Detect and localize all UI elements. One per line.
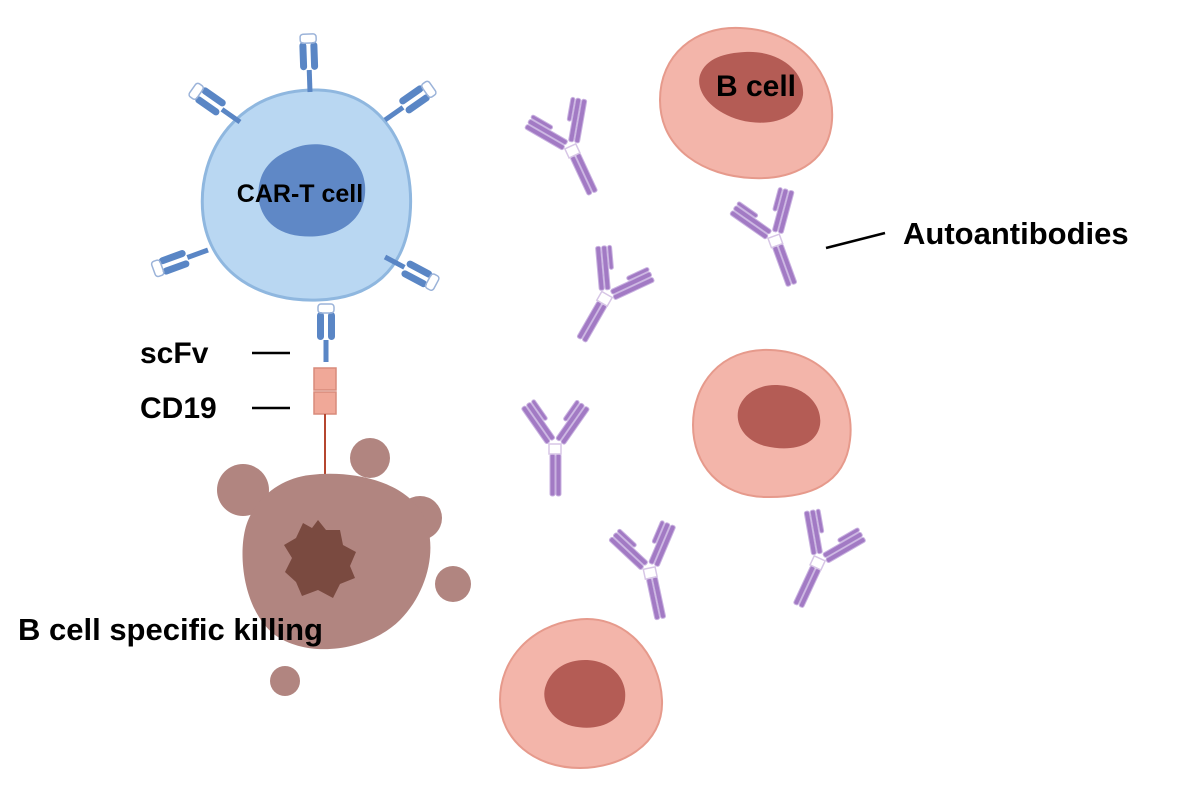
killing-label: B cell specific killing <box>18 612 323 647</box>
car-t-cell <box>150 34 440 362</box>
b-cell-top <box>658 26 834 180</box>
car-t-cell-label: CAR-T cell <box>237 180 363 208</box>
b-cell-label: B cell <box>716 70 796 103</box>
b-cell-bottom <box>498 618 664 770</box>
scfv-label: scFv <box>140 337 209 370</box>
dying-b-cell-nucleus <box>284 520 356 598</box>
autoantibodies-label: Autoantibodies <box>903 216 1129 251</box>
car-t-nucleus <box>258 144 366 237</box>
autoantibodies <box>519 90 871 627</box>
cd19-antigen <box>313 367 337 478</box>
dying-b-cell <box>217 438 471 696</box>
b-cell-middle <box>691 348 852 499</box>
cd19-label: CD19 <box>140 392 217 425</box>
autoantibodies-leader <box>825 231 886 250</box>
